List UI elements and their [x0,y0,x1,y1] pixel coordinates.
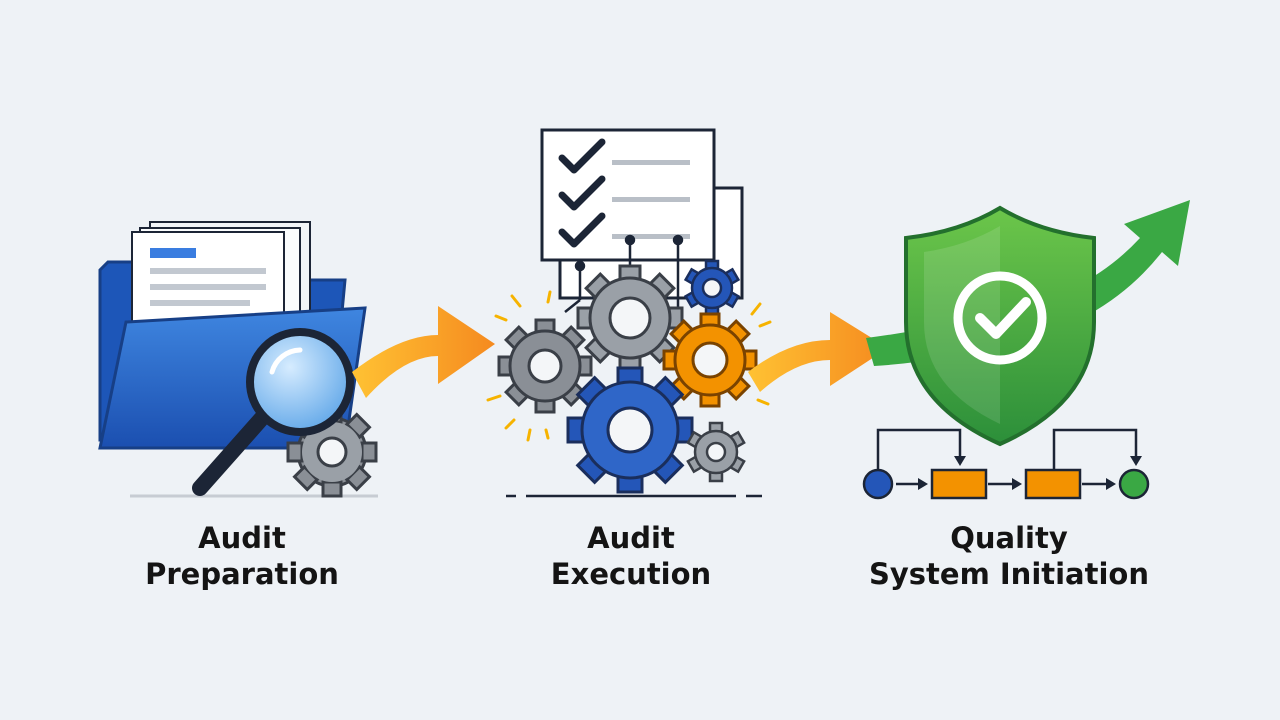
checklist-gears-icon [486,128,772,498]
arrow-right-icon [748,312,888,392]
arrow-right-icon [352,306,495,398]
step-label-line2: Execution [550,557,712,591]
step-label-line2: Preparation [145,557,339,591]
step-label-quality-system-initiation: Quality System Initiation [829,520,1189,592]
step-label-line2: System Initiation [868,557,1150,591]
step-label-line1: Audit [587,521,675,555]
step-label-line1: Audit [198,521,286,555]
step-label-audit-preparation: Audit Preparation [62,520,422,592]
folder-magnifier-icon [98,221,378,498]
step-label-audit-execution: Audit Execution [451,520,811,592]
step-label-line1: Quality [950,521,1068,555]
shield-check-icon [862,200,1190,500]
